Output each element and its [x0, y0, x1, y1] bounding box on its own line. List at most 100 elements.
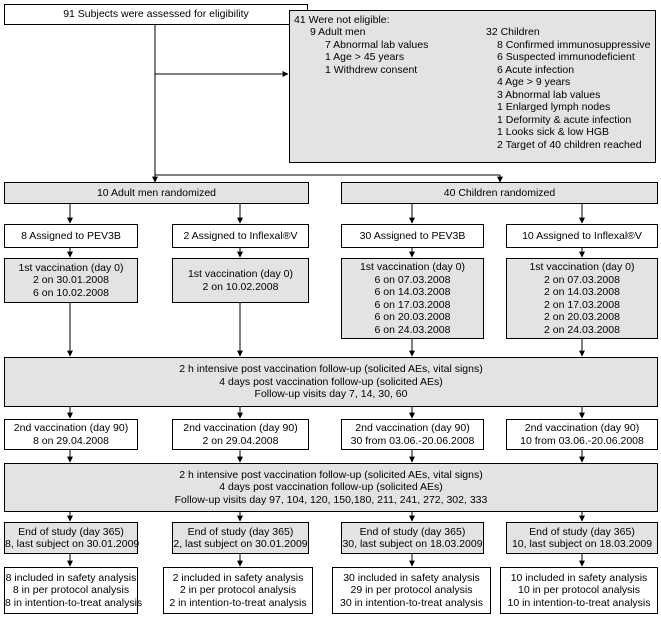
- arm1-assigned-box: 8 Assigned to PEV3B: [4, 224, 138, 248]
- arm3-vacc2-box: 2nd vaccination (day 90) 30 from 03.06.-…: [341, 419, 484, 450]
- arm1-assigned: 8 Assigned to PEV3B: [21, 229, 121, 242]
- arm4-vacc2-line: 2nd vaccination (day 90): [524, 422, 640, 434]
- followup1-box: 2 h intensive post vaccination follow-up…: [4, 357, 658, 407]
- arm2-vacc1-box: 1st vaccination (day 0) 2 on 10.02.2008: [172, 258, 309, 303]
- adult-reason: 7 Abnormal lab values: [325, 38, 429, 51]
- arm2-end-line: 2, last subject on 30.01.2009: [173, 538, 308, 550]
- child-reason: 3 Abnormal lab values: [497, 88, 601, 101]
- arm3-assigned: 30 Assigned to PEV3B: [359, 229, 466, 242]
- arm2-assigned-box: 2 Assigned to Inflexal®V: [172, 224, 309, 248]
- assessed-box: 91 Subjects were assessed for eligibilit…: [4, 4, 308, 25]
- arm3-assigned-box: 30 Assigned to PEV3B: [341, 224, 484, 248]
- arm2-analysis-box: 2 included in safety analysis 2 in per p…: [163, 567, 313, 614]
- arm1-end-line: End of study (day 365): [18, 525, 124, 538]
- followup2-line: 2 h intensive post vaccination follow-up…: [179, 468, 483, 481]
- child-reason: 6 Acute infection: [497, 63, 575, 76]
- arm1-end-line: 8, last subject on 30.01.2009: [5, 538, 140, 550]
- arm4-vacc1-line: 2 on 24.03.2008: [544, 323, 620, 336]
- children-randomized-text: 40 Children randomized: [443, 186, 556, 199]
- followup2-box: 2 h intensive post vaccination follow-up…: [4, 463, 658, 512]
- arm4-end-box: End of study (day 365) 10, last subject …: [506, 522, 658, 554]
- followup1-line: Follow-up visits day 7, 14, 30, 60: [254, 388, 408, 401]
- adult-reason: 1 Age > 45 years: [325, 51, 405, 63]
- arm1-analysis-line: 8 in intention-to-treat analysis: [5, 596, 143, 609]
- arm1-vacc1-line: 1st vaccination (day 0): [18, 261, 124, 274]
- arm4-vacc1-line: 2 on 20.03.2008: [544, 311, 620, 323]
- arm4-vacc2-box: 2nd vaccination (day 90) 10 from 03.06.-…: [506, 419, 658, 450]
- arm2-analysis-line: 2 in intention-to-treat analysis: [169, 596, 307, 609]
- arm2-end-line: End of study (day 365): [187, 525, 294, 538]
- arm3-analysis-line: 29 in per protocol analysis: [350, 584, 473, 597]
- child-reason: 1 Deformity & acute infection: [497, 113, 632, 126]
- arm3-vacc1-line: 6 on 20.03.2008: [374, 311, 451, 323]
- followup2-line: 4 days post vaccination follow-up (solic…: [219, 481, 443, 494]
- arm3-analysis-line: 30 included in safety analysis: [343, 571, 480, 584]
- arm3-vacc1-line: 6 on 07.03.2008: [374, 273, 451, 286]
- arm2-end-box: End of study (day 365) 2, last subject o…: [172, 522, 309, 554]
- arm4-vacc2-line: 10 from 03.06.-20.06.2008: [520, 434, 644, 447]
- arm3-vacc1-line: 6 on 14.03.2008: [374, 286, 451, 298]
- arm3-analysis-box: 30 included in safety analysis 29 in per…: [332, 567, 491, 614]
- arm4-end-line: End of study (day 365): [529, 525, 635, 538]
- not-eligible-adults: 9 Adult men 7 Abnormal lab values 1 Age …: [310, 26, 428, 76]
- arm3-end-line: End of study (day 365): [359, 525, 466, 538]
- arm2-vacc2-box: 2nd vaccination (day 90) 2 on 29.04.2008: [172, 419, 309, 450]
- children-head: 32 Children: [486, 26, 540, 38]
- arm2-assigned: 2 Assigned to Inflexal®V: [183, 229, 298, 242]
- adults-head: 9 Adult men: [310, 26, 366, 38]
- assessed-text: 91 Subjects were assessed for eligibilit…: [63, 8, 249, 21]
- arm2-vacc2-line: 2 on 29.04.2008: [202, 434, 279, 447]
- child-reason: 2 Target of 40 children reached: [497, 138, 642, 151]
- arm4-vacc1-line: 1st vaccination (day 0): [529, 261, 635, 273]
- arm3-vacc1-line: 6 on 17.03.2008: [374, 298, 451, 311]
- child-reason: 4 Age > 9 years: [497, 76, 571, 88]
- arm3-vacc2-line: 30 from 03.06.-20.06.2008: [350, 434, 475, 447]
- arm1-vacc1-box: 1st vaccination (day 0) 2 on 30.01.2008 …: [4, 258, 138, 303]
- arm1-vacc2-line: 8 on 29.04.2008: [33, 434, 109, 447]
- not-eligible-children: 32 Children 8 Confirmed immunosuppressiv…: [486, 26, 650, 151]
- arm3-vacc1-box: 1st vaccination (day 0) 6 on 07.03.2008 …: [341, 258, 484, 339]
- arm1-vacc1-line: 2 on 30.01.2008: [33, 274, 109, 287]
- arm1-vacc1-line: 6 on 10.02.2008: [33, 286, 109, 299]
- arm1-end-box: End of study (day 365) 8, last subject o…: [4, 522, 140, 554]
- arm4-assigned: 10 Assigned to Inflexal®V: [522, 229, 642, 242]
- arm2-vacc1-line: 1st vaccination (day 0): [187, 268, 294, 280]
- arm4-analysis-line: 10 in per protocol analysis: [518, 584, 640, 597]
- followup2-line: Follow-up visits day 97, 104, 120, 150,1…: [174, 493, 488, 506]
- arm3-vacc1-line: 1st vaccination (day 0): [359, 261, 466, 273]
- arm2-analysis-line: 2 in per protocol analysis: [179, 584, 297, 597]
- arm1-vacc2-box: 2nd vaccination (day 90) 8 on 29.04.2008: [4, 419, 138, 450]
- adults-randomized-text: 10 Adult men randomized: [96, 186, 217, 199]
- arm1-analysis-box: 8 included in safety analysis 8 in per p…: [4, 567, 143, 614]
- followup1-line: 4 days post vaccination follow-up (solic…: [219, 375, 443, 388]
- arm4-analysis-line: 10 included in safety analysis: [510, 571, 648, 584]
- arm2-vacc1-line: 2 on 10.02.2008: [202, 280, 279, 293]
- arm3-end-box: End of study (day 365) 30, last subject …: [341, 522, 484, 554]
- arm1-analysis-line: 8 included in safety analysis: [5, 571, 137, 584]
- arm4-vacc1-box: 1st vaccination (day 0) 2 on 07.03.2008 …: [506, 258, 658, 339]
- arm3-vacc2-line: 2nd vaccination (day 90): [355, 422, 470, 434]
- arm4-vacc1-line: 2 on 07.03.2008: [544, 273, 620, 286]
- arm4-vacc1-line: 2 on 17.03.2008: [544, 298, 620, 311]
- arm4-analysis-box: 10 included in safety analysis 10 in per…: [500, 567, 658, 614]
- arm2-vacc2-line: 2nd vaccination (day 90): [183, 422, 298, 434]
- arm3-analysis-line: 30 in intention-to-treat analysis: [340, 596, 483, 609]
- arm1-vacc2-line: 2nd vaccination (day 90): [13, 422, 129, 434]
- adults-randomized-box: 10 Adult men randomized: [4, 182, 309, 204]
- arm4-end-line: 10, last subject on 18.03.2009: [511, 538, 653, 550]
- arm2-analysis-line: 2 included in safety analysis: [172, 571, 304, 584]
- arm4-assigned-box: 10 Assigned to Inflexal®V: [506, 224, 658, 248]
- child-reason: 1 Looks sick & low HGB: [497, 126, 610, 138]
- child-reason: 8 Confirmed immunosuppressive: [497, 38, 651, 51]
- child-reason: 1 Enlarged lymph nodes: [497, 101, 611, 113]
- child-reason: 6 Suspected immunodeficient: [497, 51, 635, 63]
- arm3-vacc1-line: 6 on 24.03.2008: [374, 323, 451, 336]
- arm3-end-line: 30, last subject on 18.03.2009: [342, 538, 483, 550]
- children-randomized-box: 40 Children randomized: [341, 182, 658, 204]
- arm1-analysis-line: 8 in per protocol analysis: [12, 584, 130, 597]
- followup1-line: 2 h intensive post vaccination follow-up…: [179, 363, 483, 376]
- arm4-analysis-line: 10 in intention-to-treat analysis: [507, 596, 651, 609]
- not-eligible-box: 41 Were not eligible: 9 Adult men 7 Abno…: [289, 10, 656, 163]
- arm4-vacc1-line: 2 on 14.03.2008: [544, 286, 620, 298]
